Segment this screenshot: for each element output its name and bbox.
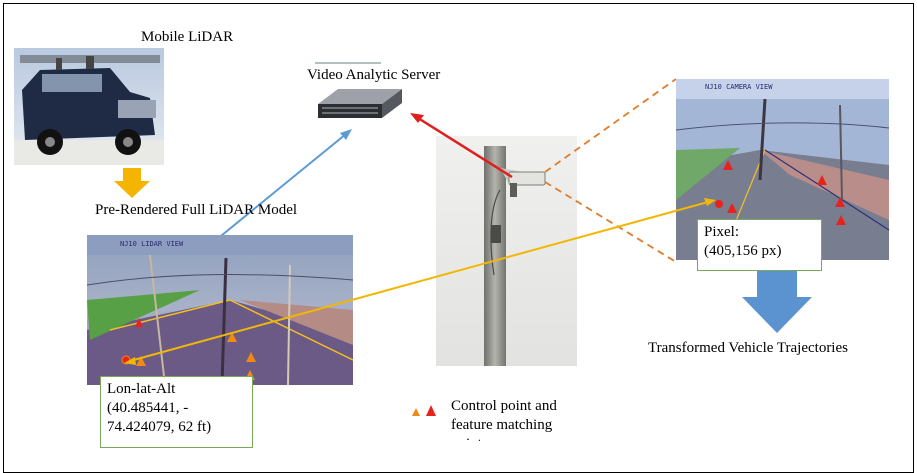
yellow-down-arrow xyxy=(114,168,150,198)
yellow-correspondence-line xyxy=(129,201,709,362)
diagram-canvas: NJ10 LIDAR VIEW NJ10 CAMERA VIEW xyxy=(3,3,914,473)
legend-line1: Control point and xyxy=(451,398,557,414)
transformed-label: Transformed Vehicle Trajectories xyxy=(648,340,848,356)
legend-markers xyxy=(412,405,436,416)
lonlat-line2: 74.424079, 62 ft) xyxy=(107,419,212,435)
lonlat-line1: (40.485441, - xyxy=(107,400,189,416)
blue-arrow-head xyxy=(340,129,352,140)
lonlat-title: Lon-lat-Alt xyxy=(107,381,176,397)
mobile-lidar-photo xyxy=(14,48,164,165)
red-arrow xyxy=(417,116,513,179)
camera-pole-photo xyxy=(436,136,577,366)
yellow-arrow-head-right xyxy=(704,198,716,206)
blue-arrow xyxy=(215,133,347,241)
blue-down-arrow xyxy=(742,268,812,333)
legend-line3: point xyxy=(451,435,557,441)
mobile-lidar-label: Mobile LiDAR xyxy=(141,29,234,45)
legend-line2: feature matching xyxy=(451,417,553,433)
orange-dashed-line-bottom xyxy=(544,181,677,263)
svg-text:NJ10 CAMERA VIEW: NJ10 CAMERA VIEW xyxy=(705,83,773,91)
video-server-icon xyxy=(315,62,402,118)
legend-line3-clip: point xyxy=(451,435,557,441)
pixel-title: Pixel: xyxy=(704,224,740,240)
legend-text: Control point and feature matching point xyxy=(451,397,557,441)
pixel-value: (405,156 px) xyxy=(704,243,782,259)
pre-rendered-label: Pre-Rendered Full LiDAR Model xyxy=(95,202,298,218)
orange-dashed-line-top xyxy=(544,78,677,173)
video-server-label: Video Analytic Server xyxy=(307,67,441,83)
yellow-arrow-head-left xyxy=(124,357,136,365)
left-markers xyxy=(121,318,256,380)
red-arrow-head xyxy=(410,113,424,123)
pixel-callout: Pixel: (405,156 px) xyxy=(697,219,822,271)
svg-text:NJ10 LIDAR VIEW: NJ10 LIDAR VIEW xyxy=(120,240,184,248)
lonlat-callout: Lon-lat-Alt (40.485441, - 74.424079, 62 … xyxy=(100,376,253,448)
right-markers xyxy=(715,160,846,225)
lidar-model-view: NJ10 LIDAR VIEW xyxy=(86,235,354,386)
